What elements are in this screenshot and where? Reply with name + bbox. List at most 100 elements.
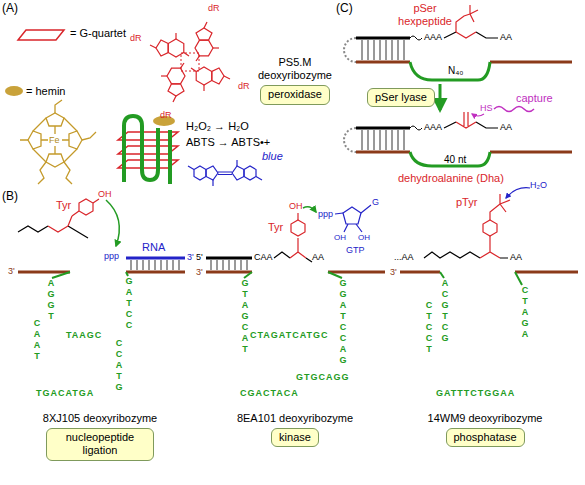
kinase-construct [206,205,385,278]
kinase-construct [343,207,361,224]
abts-structure [194,166,206,180]
color-note: blue [262,150,283,163]
abts-structure [188,160,262,186]
abts-structure [218,172,232,175]
product-construct [410,126,422,130]
product-construct [344,128,356,152]
hemin-structure [46,113,64,126]
product-label: dehydroalanine (Dha) [398,172,504,185]
ligation-construct [52,272,128,278]
sequence-letters: TGACATGA [36,388,94,398]
phosphatase-construct [440,272,522,285]
phosphatase-construct [400,271,440,274]
residue-label: CAA [254,252,273,262]
activity-box: PS5.M deoxyribozymeperoxidase [252,56,338,105]
atom-label: dR [238,81,250,91]
residue-label: AA [500,32,512,42]
panel-letter: (C) [336,2,353,16]
enzyme-name: 8XJ105 deoxyribozyme [30,412,170,425]
kinase-construct [244,272,342,278]
kinase-construct [297,213,298,220]
hemin-structure [20,100,96,184]
panel-letter: (B) [2,190,18,204]
hemin-structure [41,126,69,154]
substrate-construct [344,38,356,62]
quadruplex-drawing [168,130,172,184]
residue-label: Tyr [268,221,283,234]
phosphatase-construct [400,188,578,285]
ligation-construct [18,199,185,278]
hemin-structure [46,154,64,167]
sequence-letters: TAAGC [66,330,102,340]
reagent-label: capture [516,92,553,105]
atom-label: OH [358,233,370,242]
phosphatase-construct [515,271,578,274]
residue-label: AA [510,252,522,262]
hemin-structure [28,131,41,149]
hemin-symbol [5,86,23,96]
activity-label: kinase [271,428,319,447]
sequence-letters: GATCC [124,276,133,331]
hemin-structure [33,118,77,162]
phosphatase-construct [480,236,500,258]
phosphate-label: ppp [318,209,333,219]
reaction-arrow [439,84,442,110]
product-construct [472,114,484,116]
ligation-construct [106,200,119,246]
ligation-construct [72,199,99,216]
strand-label: RNA [142,241,165,254]
substrate-construct [344,5,572,80]
strand-end: 3' [187,252,194,262]
kinase-construct [335,205,371,232]
residue-label: AAA [424,122,442,132]
strand-end: 3' [8,266,15,276]
strand-end: 3' [390,267,397,277]
ligation-construct [48,216,72,232]
substrate-construct [410,62,490,80]
hemin-structure [38,162,72,184]
activity-box: 8XJ105 deoxyribozymenucleopeptide ligati… [30,412,170,461]
abts-structure [188,160,262,186]
nucleotide-label: GTP [346,245,365,255]
residue-label: AAA [424,32,442,42]
activity-box: pSer lyase [366,88,436,107]
reaction-arrow [440,84,441,110]
sequence-letters: GATTTCTGGAA [436,388,515,398]
kinase-construct [328,271,385,274]
sequence-letters: CTCCT [424,300,433,355]
panel-letter: (A) [2,2,18,16]
atom-label: OH [334,233,346,242]
enzyme-name: 8EA101 deoxyribozyme [225,412,365,425]
phosphatase-construct [506,188,530,198]
residue-label: AA [500,122,512,132]
kinase-construct [291,220,305,236]
activity-box: 8EA101 deoxyribozyme kinase [225,412,365,447]
substrate-construct [410,36,422,40]
ligation-construct [131,260,179,270]
strand-end: 3' [196,267,203,277]
activity-label: phosphatase [446,428,525,447]
product-construct [494,107,534,112]
product-construct [356,151,410,154]
atom-label: OH [98,189,112,199]
length-label: 40 nt [444,154,466,166]
g-quartet-symbol [18,30,64,40]
sequence-letters: CGACTACA [240,388,299,398]
atom-label: dR [208,3,220,13]
g-quartet-symbol [18,30,64,40]
strand-end: 5' [196,252,203,262]
kinase-construct [206,257,252,260]
base-label: G [372,197,379,207]
product-construct [362,130,404,150]
symbol-key: = G-quartet [70,27,126,40]
ligation-construct [126,271,185,274]
kinase-construct [206,271,252,274]
product-construct [356,127,410,130]
kinase-construct [303,207,316,212]
phosphate-label: ppp [104,251,119,261]
reagent-label: H₂O [530,180,547,190]
product-construct [410,152,490,166]
abts-structure [232,166,244,180]
abts-structure [244,166,256,180]
